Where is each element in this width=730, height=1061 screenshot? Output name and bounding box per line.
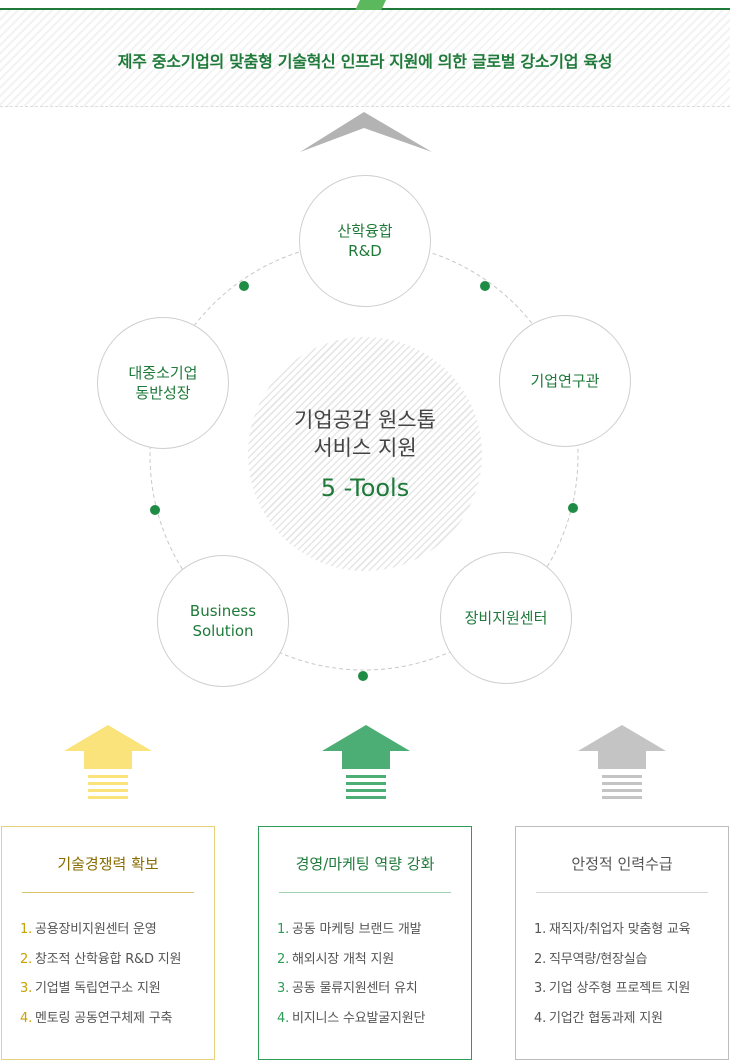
box-divider	[22, 892, 194, 893]
node-label: 장비지원센터	[464, 609, 548, 627]
list-item: 1.공용장비지원센터 운영	[20, 922, 157, 937]
list-item: 2.창조적 산학융합 R&D 지원	[20, 951, 182, 967]
up-arrow-yellow-icon	[64, 725, 152, 799]
list-item: 1.재직자/취업자 맞춤형 교육	[534, 922, 691, 937]
node-business-solution: Business Solution	[157, 555, 289, 687]
strategy-box-workforce: 안정적 인력수급 1.재직자/취업자 맞춤형 교육 2.직무역량/현장실습 3.…	[515, 826, 729, 1060]
goal-banner-text: 제주 중소기업의 맞춤형 기술혁신 인프라 지원에 의한 글로벌 강소기업 육성	[117, 52, 613, 71]
up-arrow-gray-icon	[578, 725, 666, 799]
box-list: 1.재직자/취업자 맞춤형 교육 2.직무역량/현장실습 3.기업 상주형 프로…	[534, 915, 691, 1033]
node-label: 동반성장	[135, 384, 191, 402]
orbit-dot	[150, 505, 160, 515]
node-label: 대중소기업	[128, 364, 198, 382]
orbit-dot	[568, 503, 578, 513]
node-label: 기업연구관	[530, 372, 600, 390]
center-line2: 서비스 지원	[313, 436, 417, 460]
up-arrow-green-icon	[322, 725, 410, 799]
node-shared-growth: 대중소기업 동반성장	[97, 317, 229, 449]
five-tools-diagram: 기업공감 원스톱 서비스 지원 5 -Tools 산학융합 R&D 기업연구관 …	[0, 106, 730, 706]
list-item: 2.해외시장 개척 지원	[277, 951, 394, 967]
center-line1: 기업공감 원스톱	[294, 408, 436, 432]
node-label: 산학융합	[337, 222, 393, 240]
orbit-dot	[480, 281, 490, 291]
center-hub: 기업공감 원스톱 서비스 지원 5 -Tools	[248, 337, 482, 571]
list-item: 3.기업 상주형 프로젝트 지원	[534, 981, 691, 996]
box-title: 안정적 인력수급	[571, 855, 673, 873]
node-label: R&D	[348, 242, 382, 260]
box-divider	[279, 892, 451, 893]
center-line3: 5 -Tools	[320, 474, 410, 502]
orbit-dot	[239, 281, 249, 291]
node-equipment-center: 장비지원센터	[440, 552, 572, 684]
orbit-dot	[358, 671, 368, 681]
box-list: 1.공용장비지원센터 운영 2.창조적 산학융합 R&D 지원 3.기업별 독립…	[20, 915, 181, 1033]
node-corporate-research: 기업연구관	[499, 315, 631, 447]
node-label: Business	[189, 602, 257, 620]
goal-banner: 제주 중소기업의 맞춤형 기술혁신 인프라 지원에 의한 글로벌 강소기업 육성	[0, 10, 730, 107]
node-industry-academia-rnd: 산학융합 R&D	[299, 175, 431, 307]
goal-up-arrow	[300, 112, 432, 152]
box-title: 기술경쟁력 확보	[57, 855, 159, 873]
list-item: 4.멘토링 공동연구체제 구축	[20, 1010, 173, 1026]
list-item: 2.직무역량/현장실습	[534, 951, 648, 967]
list-item: 4.기업간 협동과제 지원	[534, 1010, 663, 1026]
list-item: 4.비지니스 수요발굴지원단	[277, 1010, 426, 1026]
strategy-box-tech: 기술경쟁력 확보 1.공용장비지원센터 운영 2.창조적 산학융합 R&D 지원…	[1, 826, 215, 1060]
box-list: 1.공동 마케팅 브랜드 개발 2.해외시장 개척 지원 3.공동 물류지원센터…	[277, 915, 426, 1033]
box-divider	[536, 892, 708, 893]
list-item: 3.공동 물류지원센터 유치	[277, 981, 418, 996]
list-item: 3.기업별 독립연구소 지원	[20, 981, 161, 996]
strategy-box-marketing: 경영/마케팅 역량 강화 1.공동 마케팅 브랜드 개발 2.해외시장 개척 지…	[258, 826, 472, 1060]
list-item: 1.공동 마케팅 브랜드 개발	[277, 922, 422, 937]
node-label: Solution	[192, 622, 254, 640]
box-title: 경영/마케팅 역량 강화	[295, 855, 435, 873]
